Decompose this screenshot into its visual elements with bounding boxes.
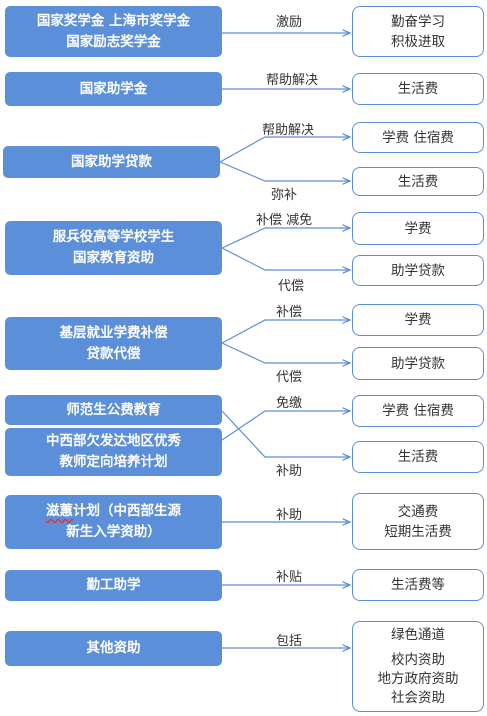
source-line: 服兵役高等学校学生 xyxy=(52,229,175,245)
target-box: 学费 住宿费 xyxy=(352,395,484,427)
source-line: 新生入学资助） xyxy=(66,524,161,540)
source-line: 国家奖学金 上海市奖学金 xyxy=(36,12,191,29)
target-line: 学费 xyxy=(404,220,432,237)
arrow-5-bottom xyxy=(221,342,350,363)
source-line: 国家助学贷款 xyxy=(71,153,152,170)
target-line: 绿色通道 xyxy=(391,626,445,643)
target-line: 生活费 xyxy=(397,449,439,465)
target-box: 交通费 短期生活费 xyxy=(352,493,484,550)
spellcheck-underlined-word: 滋蕙 xyxy=(46,503,73,519)
source-line: 勤工助学 xyxy=(86,577,141,593)
target-line: 勤奋学习 xyxy=(391,13,445,30)
source-box-grant: 国家助学金 xyxy=(5,72,222,106)
arrow-label: 代偿 xyxy=(276,370,303,385)
source-line: 其他资助 xyxy=(86,640,141,656)
arrow-label: 补贴 xyxy=(276,570,303,585)
arrow-4-bottom xyxy=(221,247,350,270)
source-box-loan: 国家助学贷款 xyxy=(3,146,220,178)
arrow-label: 补助 xyxy=(276,464,303,479)
arrow-label: 免缴 xyxy=(276,396,303,411)
target-line: 地方政府资助 xyxy=(377,670,459,687)
arrow-4-top xyxy=(221,228,350,249)
target-line: 助学贷款 xyxy=(391,262,445,279)
target-line: 生活费 xyxy=(397,173,439,190)
target-line: 助学贷款 xyxy=(391,355,445,372)
source-line-rest: 计划（中西部生源 xyxy=(73,503,181,519)
source-box-work-study: 勤工助学 xyxy=(5,570,222,601)
source-line: 基层就业学费补偿 xyxy=(59,324,168,341)
arrow-label: 弥补 xyxy=(271,188,298,203)
source-line: 教师定向培养计划 xyxy=(59,454,168,470)
source-line: 滋蕙计划（中西部生源 xyxy=(46,501,181,522)
target-box: 助学贷款 xyxy=(352,255,484,286)
arrow-label: 帮助解决 xyxy=(262,123,315,138)
target-line: 校内资助 xyxy=(391,651,445,668)
source-line: 师范生公费教育 xyxy=(66,401,161,418)
arrow-label: 包括 xyxy=(276,634,303,649)
source-line: 中西部欠发达地区优秀 xyxy=(46,433,181,449)
arrow-6-top xyxy=(221,411,350,441)
source-line: 国家助学金 xyxy=(79,80,148,97)
source-line: 国家励志奖学金 xyxy=(66,33,161,50)
target-line: 学费 住宿费 xyxy=(382,129,454,146)
target-line: 学费 xyxy=(404,312,432,328)
arrow-label: 代偿 xyxy=(278,279,305,294)
arrow-label: 激励 xyxy=(276,15,303,30)
target-line: 生活费等 xyxy=(391,577,445,593)
target-box: 勤奋学习 积极进取 xyxy=(352,6,484,57)
target-line: 交通费 xyxy=(397,503,439,520)
target-line: 社会资助 xyxy=(391,689,445,706)
source-box-other-aid: 其他资助 xyxy=(5,631,222,666)
target-box: 生活费等 xyxy=(352,569,484,601)
arrow-5-top xyxy=(221,320,350,344)
target-line: 生活费 xyxy=(397,81,439,97)
arrow-3-bottom xyxy=(219,161,350,181)
target-box: 绿色通道 校内资助 地方政府资助 社会资助 xyxy=(352,621,484,712)
source-line: 国家教育资助 xyxy=(73,250,154,266)
source-box-normal-education: 师范生公费教育 xyxy=(5,395,222,425)
source-line: 贷款代偿 xyxy=(86,345,141,362)
target-box: 助学贷款 xyxy=(352,347,484,380)
target-box: 生活费 xyxy=(352,73,484,105)
target-line: 积极进取 xyxy=(391,33,445,50)
target-box: 学费 xyxy=(352,304,484,336)
target-box: 生活费 xyxy=(352,167,484,196)
arrow-label: 帮助解决 xyxy=(266,73,319,88)
target-box: 学费 xyxy=(352,212,484,245)
arrow-3-top xyxy=(219,137,350,163)
source-box-military: 服兵役高等学校学生 国家教育资助 xyxy=(5,221,222,275)
source-box-scholarship: 国家奖学金 上海市奖学金 国家励志奖学金 xyxy=(5,6,222,57)
target-line: 学费 住宿费 xyxy=(382,403,454,419)
target-box: 学费 住宿费 xyxy=(352,122,484,153)
arrow-6-bottom xyxy=(221,410,350,457)
source-box-zihui-plan: 滋蕙计划（中西部生源 新生入学资助） xyxy=(5,495,222,549)
source-box-teacher-training: 中西部欠发达地区优秀 教师定向培养计划 xyxy=(5,428,222,476)
target-box: 生活费 xyxy=(352,441,484,473)
target-line: 短期生活费 xyxy=(384,523,452,540)
arrow-label: 补偿 xyxy=(276,305,303,320)
arrow-label: 补助 xyxy=(276,508,303,523)
source-box-grassroots: 基层就业学费补偿 贷款代偿 xyxy=(5,317,222,370)
arrow-label: 补偿 减免 xyxy=(256,213,313,228)
